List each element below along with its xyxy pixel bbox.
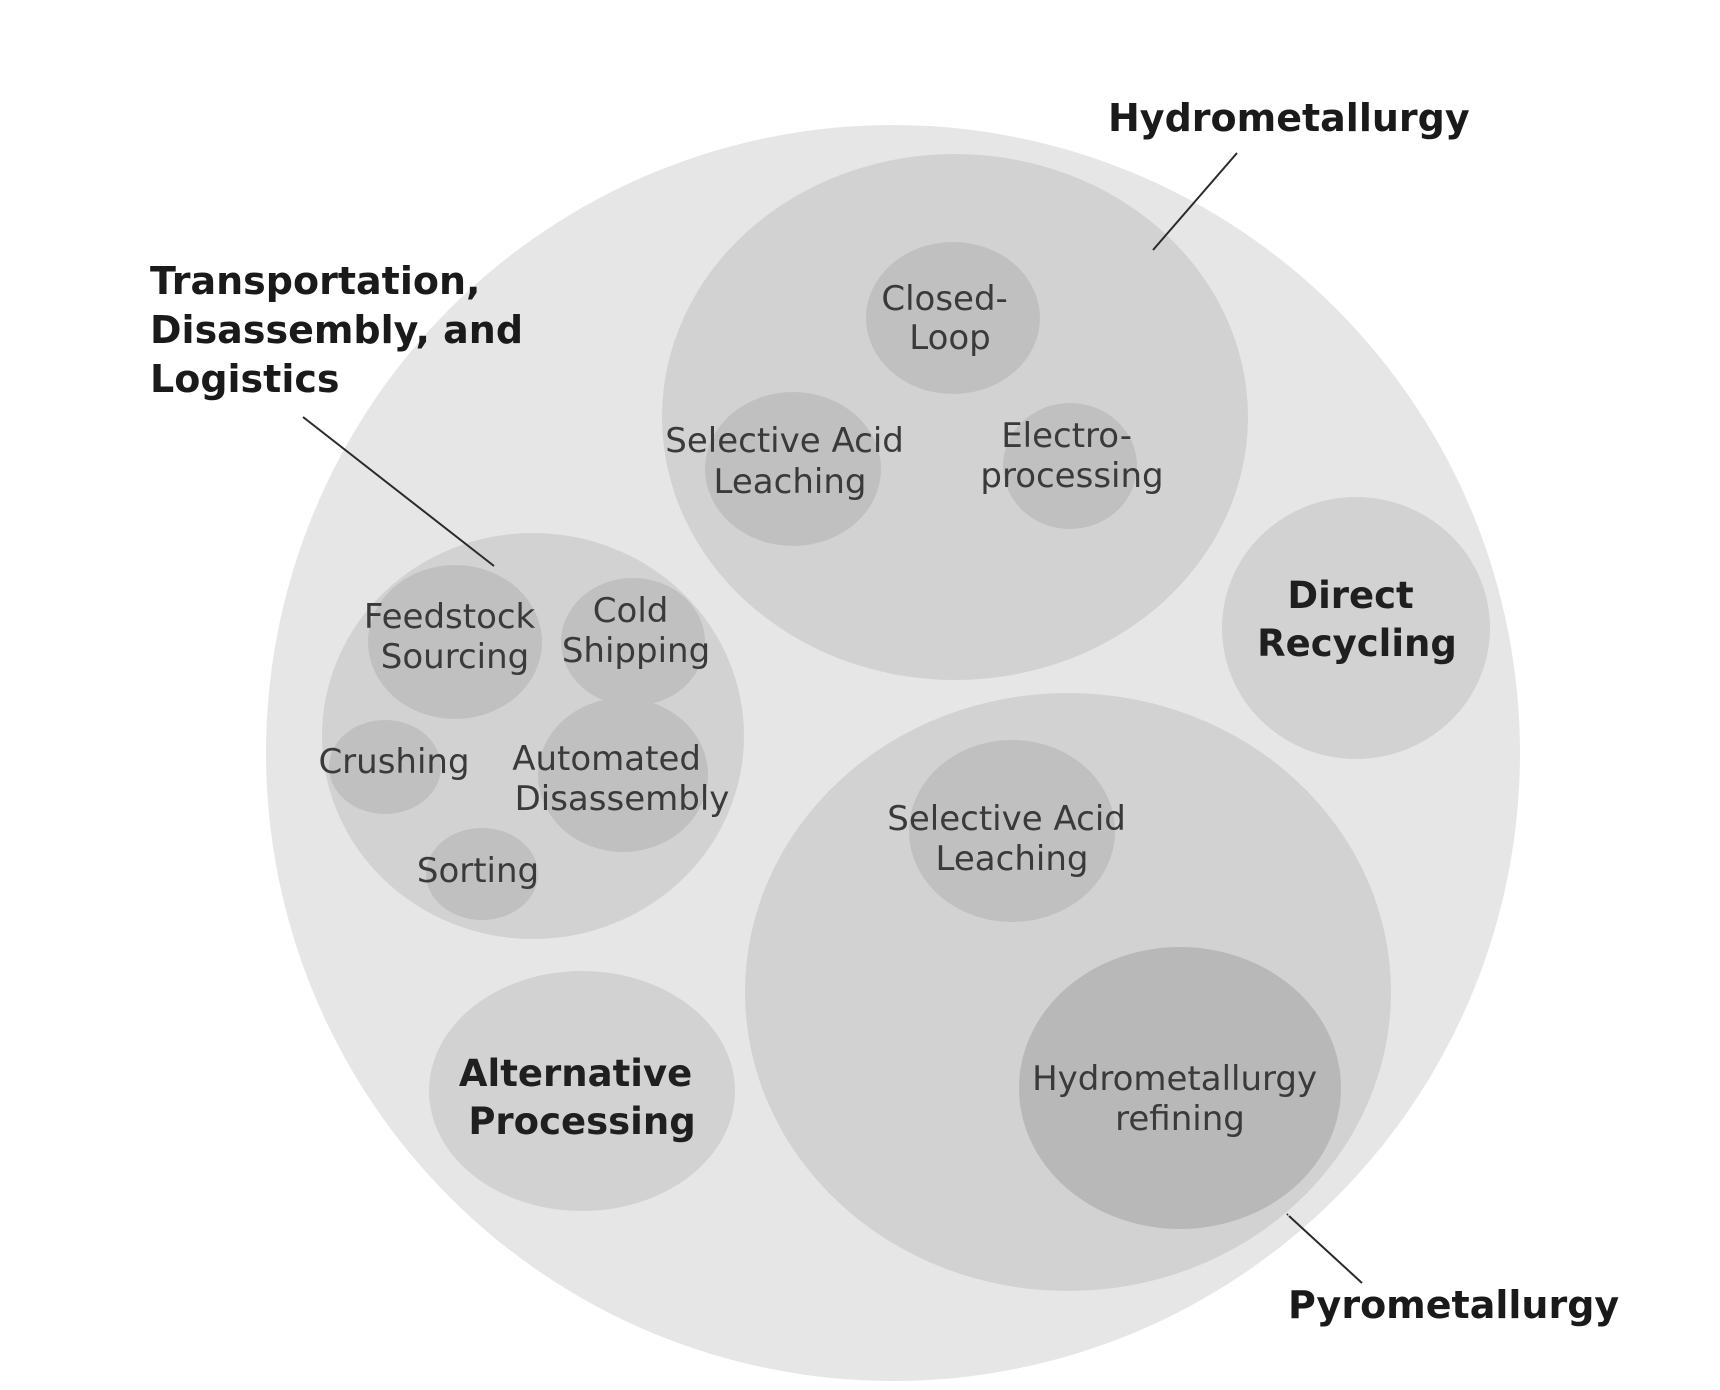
hydro-selective-acid-leaching-label: Selective Acid Leaching: [665, 421, 914, 502]
pyro-selective-acid-leaching-label: Selective Acid Leaching: [887, 799, 1136, 879]
sorting-label: Sorting: [417, 851, 539, 891]
electroprocessing-label: Electro- processing: [980, 416, 1163, 496]
alternative-processing-circle: [429, 971, 735, 1211]
electroprocessing-circle: [1003, 403, 1137, 529]
pyrometallurgy-leader-line-main: [1288, 1215, 1363, 1284]
transportation-group: Feedstock Sourcing Cold Shipping Crushin…: [318, 533, 744, 939]
alternative-processing-group: Alternative Processing: [429, 971, 735, 1211]
cold-shipping-label: Cold Shipping: [562, 591, 710, 671]
direct-recycling-label: Direct Recycling: [1257, 574, 1457, 665]
closed-loop-circle: [866, 242, 1040, 394]
pyrometallurgy-leader-line: [1286, 1213, 1289, 1216]
automated-disassembly-circle: [538, 698, 708, 852]
hydrometallurgy-label: Hydrometallurgy: [1108, 96, 1470, 140]
crushing-label: Crushing: [318, 742, 469, 782]
hydrometallurgy-leader-line: [1152, 152, 1238, 251]
direct-recycling-circle: [1222, 497, 1490, 759]
hydro-selective-acid-leaching-circle: [705, 392, 881, 546]
pyrometallurgy-group: Selective Acid Leaching Hydrometallurgy …: [745, 693, 1391, 1291]
transportation-leader-line: [302, 416, 495, 567]
hydrometallurgy-circle: [662, 154, 1248, 680]
pyrometallurgy-label: Pyrometallurgy: [1288, 1283, 1619, 1327]
closed-loop-label: Closed- Loop: [881, 279, 1018, 358]
hydrometallurgy-group: Closed- Loop Selective Acid Leaching Ele…: [662, 154, 1248, 680]
hydrometallurgy-refining-label: Hydrometallurgy refining: [1032, 1059, 1328, 1139]
alternative-processing-label: Alternative Processing: [459, 1052, 705, 1143]
sorting-circle: [426, 828, 538, 920]
pyro-selective-acid-leaching-circle: [909, 740, 1115, 922]
feedstock-sourcing-label: Feedstock Sourcing: [364, 597, 546, 677]
cold-shipping-circle: [561, 578, 705, 706]
feedstock-sourcing-circle: [368, 565, 542, 719]
direct-recycling-group: Direct Recycling: [1222, 497, 1490, 759]
crushing-circle: [329, 720, 441, 814]
automated-disassembly-label: Automated Disassembly: [512, 739, 729, 819]
transportation-label: Transportation, Disassembly, and Logisti…: [150, 259, 536, 401]
hydrometallurgy-refining-circle: [1019, 947, 1341, 1229]
